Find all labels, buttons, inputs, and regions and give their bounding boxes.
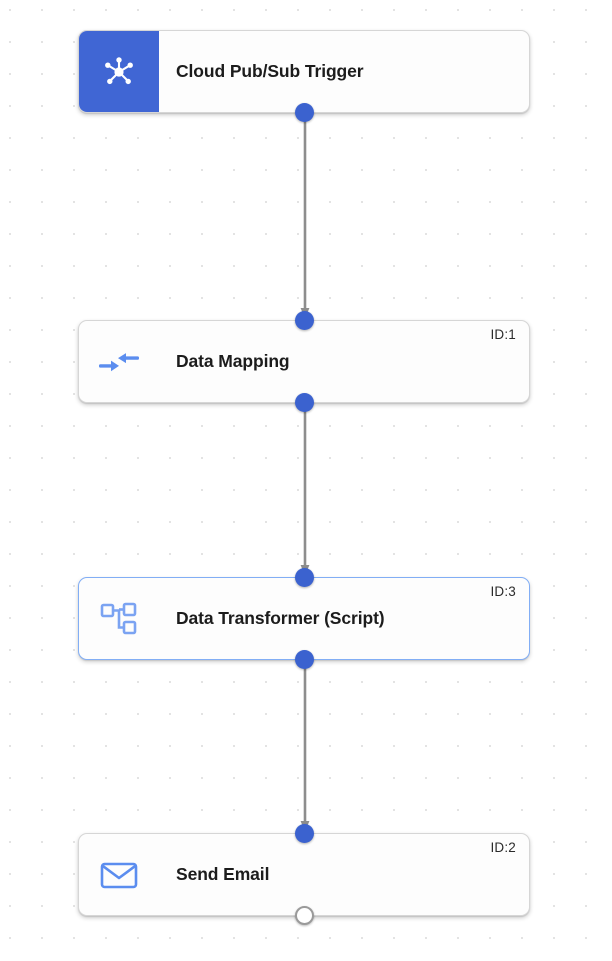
workflow-node-send-email[interactable]: Send Email ID:2 [78, 824, 530, 925]
pubsub-hub-icon [79, 31, 159, 112]
node-id-badge: ID:3 [490, 584, 516, 599]
node-label: Cloud Pub/Sub Trigger [176, 61, 364, 81]
input-port[interactable] [294, 311, 314, 330]
node-id-badge: ID:2 [490, 840, 516, 855]
input-port[interactable] [294, 824, 314, 843]
node-label: Data Transformer (Script) [176, 608, 385, 628]
node-id-badge: ID:1 [490, 327, 516, 342]
input-port[interactable] [294, 568, 314, 587]
output-port[interactable] [294, 103, 314, 122]
envelope-icon [79, 834, 159, 915]
output-port-unconnected[interactable] [294, 906, 314, 925]
node-label: Send Email [176, 864, 270, 884]
workflow-node-data-transformer-script[interactable]: Data Transformer (Script) ID:3 [78, 568, 530, 669]
workflow-node-cloud-pubsub-trigger[interactable]: Cloud Pub/Sub Trigger [78, 30, 530, 122]
node-label: Data Mapping [176, 351, 290, 371]
merge-arrows-icon [79, 321, 159, 402]
schema-nodes-icon [79, 578, 159, 659]
workflow-node-data-mapping[interactable]: Data Mapping ID:1 [78, 311, 530, 412]
output-port[interactable] [294, 393, 314, 412]
output-port[interactable] [294, 650, 314, 669]
